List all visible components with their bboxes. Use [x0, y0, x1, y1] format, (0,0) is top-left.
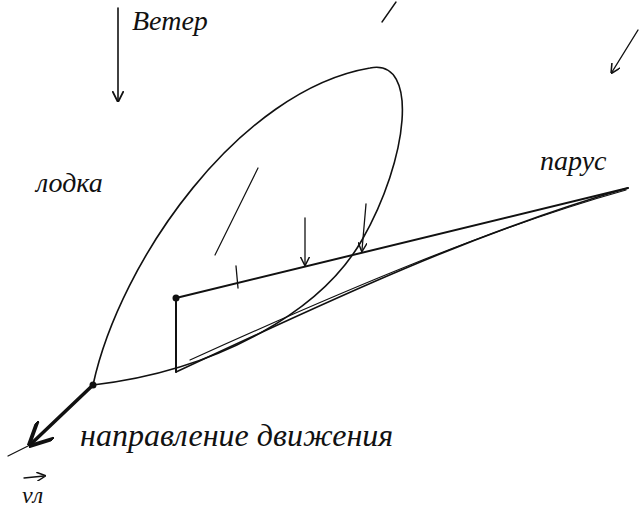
sail-label: парус	[540, 146, 607, 177]
sketch-stroke	[8, 445, 30, 456]
sketch-stroke	[215, 168, 258, 255]
wind-label: Ветер	[132, 6, 208, 37]
wind-arrow	[117, 8, 119, 100]
wind-arrow	[612, 30, 638, 72]
sail-edge	[176, 188, 628, 298]
boat-label: лодка	[36, 168, 103, 199]
vector-arrow	[24, 476, 44, 478]
wind-arrow	[304, 218, 305, 264]
motion-label: направление движения	[80, 418, 393, 453]
sketch-stroke	[382, 2, 396, 22]
mast	[175, 298, 177, 372]
wind-arrow	[362, 204, 366, 250]
velocity-label: vл	[22, 482, 43, 508]
boat-hull	[93, 67, 402, 385]
sail-edge	[176, 188, 628, 372]
wind-arrow	[236, 266, 238, 288]
mast-top	[173, 295, 180, 302]
sail-edge	[190, 190, 626, 360]
motion-origin	[90, 382, 97, 389]
